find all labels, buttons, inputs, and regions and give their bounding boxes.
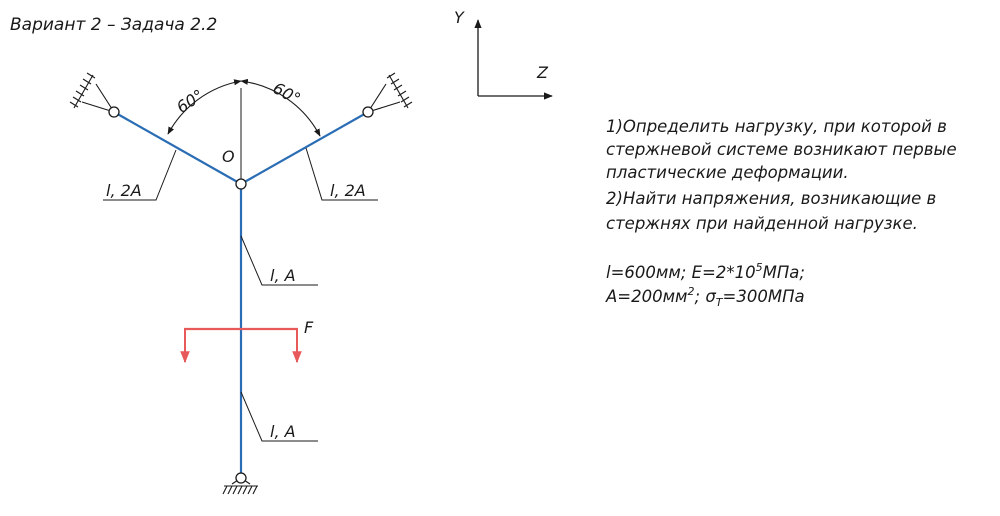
- left-pin-joint: [108, 106, 120, 118]
- node-label: O: [222, 147, 235, 166]
- task-line-2: стержневой системе возникают первые: [606, 140, 957, 159]
- right-rod-label: l, 2A: [330, 181, 366, 200]
- left-rod-label: l, 2A: [106, 181, 142, 200]
- right-support: [367, 72, 413, 113]
- header-title: Вариант 2 – Задача 2.2: [10, 15, 217, 35]
- data-line-1: l=600мм; E=2*105МПа;: [606, 261, 805, 282]
- left-rod: [113, 111, 242, 185]
- task-line-4: 2)Найти напряжения, возникающие в: [606, 189, 936, 208]
- load-label: F: [304, 318, 314, 337]
- right-rod: [240, 111, 369, 185]
- upper-rod-label: l, A: [270, 266, 296, 285]
- task-line-5: стержнях при найденной нагрузке.: [606, 214, 918, 233]
- given-data: l=600мм; E=2*105МПа; A=200мм2; σT=300МПа: [605, 261, 805, 309]
- right-pin-joint: [362, 106, 374, 118]
- y-axis-label: Y: [454, 8, 465, 27]
- data-line-2: A=200мм2; σT=300МПа: [605, 285, 805, 309]
- upper-rod-leader: [240, 235, 318, 286]
- z-axis-label: Z: [536, 63, 549, 82]
- lower-rod-label: l, A: [270, 422, 296, 441]
- right-rod-leader: [305, 147, 378, 201]
- axes: Y Z: [454, 8, 553, 100]
- task-line-3: пластические деформации.: [606, 163, 849, 182]
- lower-rod-leader: [240, 391, 318, 442]
- task-text: 1)Определить нагрузку, при которой в сте…: [606, 117, 957, 233]
- left-angle-label: 60°: [173, 86, 207, 117]
- center-node-joint: [235, 178, 247, 190]
- right-angle-label: 60°: [270, 78, 304, 108]
- left-rod-leader: [103, 149, 177, 201]
- load-f: F: [180, 318, 314, 364]
- left-support: [69, 72, 115, 113]
- bottom-pin-joint: [235, 472, 247, 484]
- right-angle-arc: [240, 78, 321, 137]
- task-line-1: 1)Определить нагрузку, при которой в: [606, 117, 947, 136]
- left-angle-arc: [167, 79, 242, 135]
